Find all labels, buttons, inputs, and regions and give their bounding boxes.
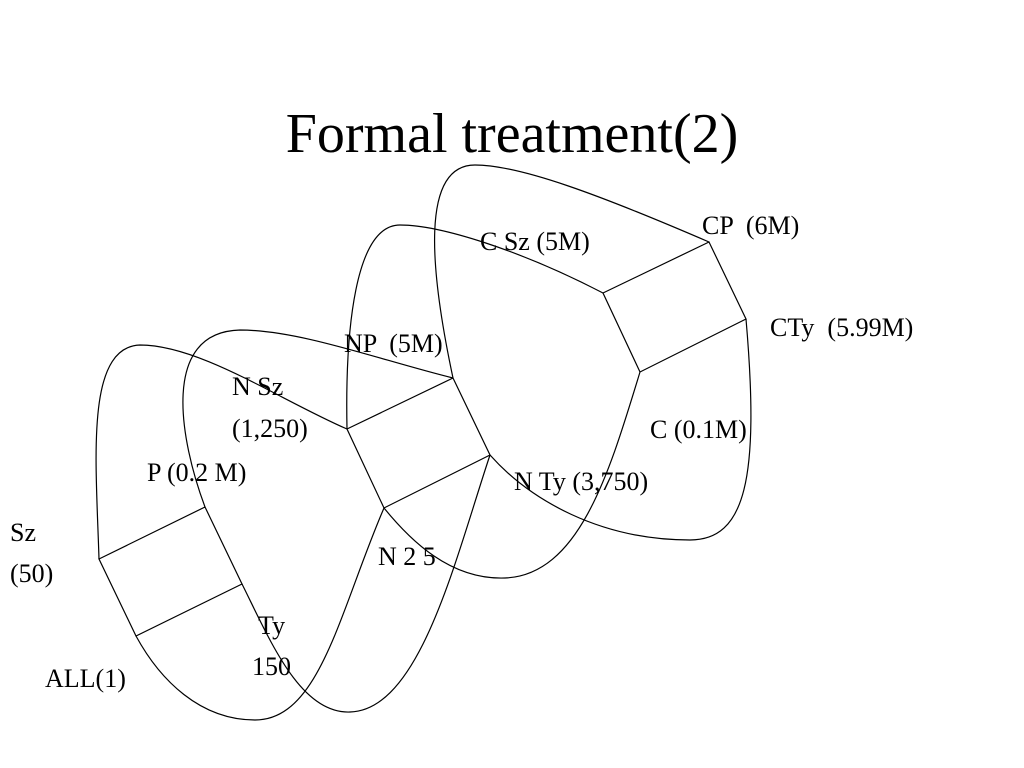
- label-cty: CTy (5.99M): [770, 313, 913, 342]
- box-cp: [602, 241, 747, 373]
- label-n-ty: N Ty (3,750): [514, 467, 648, 496]
- slide-title: Formal treatment(2): [285, 103, 739, 165]
- label-sz-line1: Sz: [10, 518, 36, 547]
- label-ty-line1: Ty: [258, 611, 285, 640]
- label-sz-line2: (50): [10, 559, 53, 588]
- box-np: [346, 377, 491, 509]
- loop-n25-to-all: [135, 507, 385, 721]
- box-all: [98, 506, 243, 637]
- label-n-sz-line1: N Sz: [232, 372, 283, 401]
- label-cp: CP (6M): [702, 211, 799, 240]
- label-np: NP (5M): [344, 329, 443, 358]
- label-all: ALL(1): [45, 664, 126, 693]
- loop-csz: [346, 224, 604, 430]
- loop-nsz: [95, 344, 348, 560]
- label-c-sz: C Sz (5M): [480, 227, 590, 256]
- loop-c: [383, 371, 641, 579]
- label-c: C (0.1M): [650, 415, 747, 444]
- label-n-sz-line2: (1,250): [232, 414, 308, 443]
- label-n25: N 2 5: [378, 542, 436, 571]
- label-ty-line2: 150: [252, 652, 291, 681]
- loop-nty-to-ty: [241, 454, 491, 713]
- loop-cp: [433, 164, 710, 379]
- loop-np: [182, 329, 454, 508]
- label-p: P (0.2 M): [147, 458, 246, 487]
- loop-cty-to-nty: [489, 318, 752, 541]
